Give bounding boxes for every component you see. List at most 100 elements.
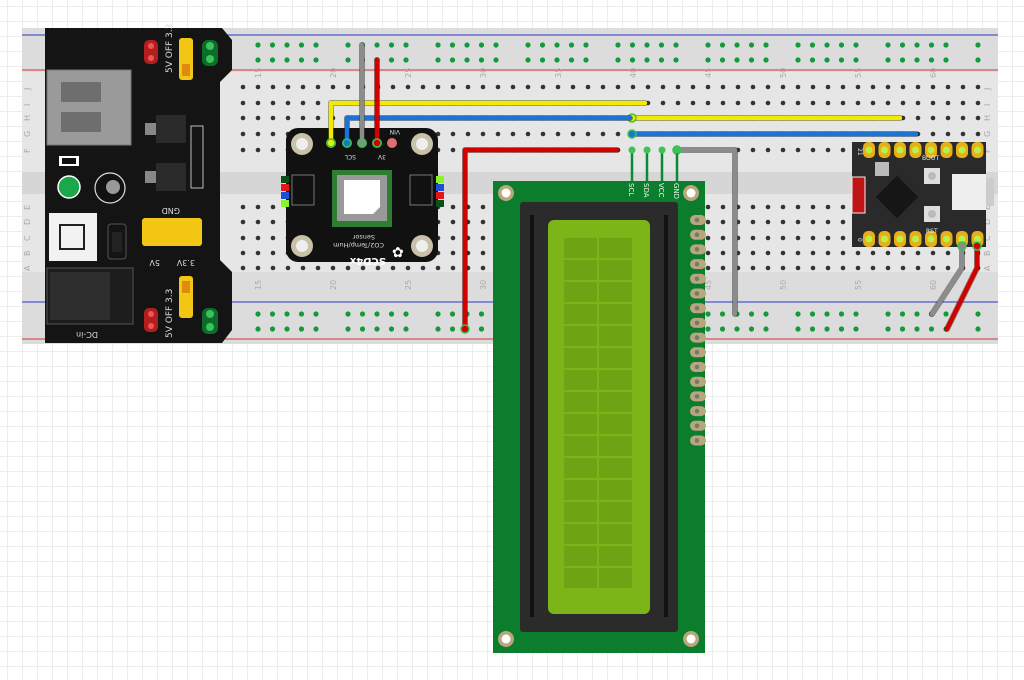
rail-hole[interactable] xyxy=(748,311,755,317)
breadboard-hole[interactable] xyxy=(720,250,726,256)
breadboard-hole[interactable] xyxy=(795,84,801,90)
breadboard-hole[interactable] xyxy=(750,204,756,210)
breadboard-hole[interactable] xyxy=(765,147,771,153)
breadboard-hole[interactable] xyxy=(420,84,426,90)
breadboard-hole[interactable] xyxy=(750,147,756,153)
rail-hole[interactable] xyxy=(899,311,906,317)
breadboard-hole[interactable] xyxy=(465,131,471,137)
rail-hole[interactable] xyxy=(374,311,380,317)
breadboard-hole[interactable] xyxy=(720,84,726,90)
rail-hole[interactable] xyxy=(914,42,920,48)
rail-hole[interactable] xyxy=(359,311,366,317)
breadboard-hole[interactable] xyxy=(780,204,786,210)
breadboard-hole[interactable] xyxy=(750,235,756,241)
breadboard-hole[interactable] xyxy=(915,250,921,256)
rail-hole[interactable] xyxy=(795,57,801,63)
breadboard-hole[interactable] xyxy=(915,84,921,90)
rail-hole[interactable] xyxy=(493,42,499,48)
rail-hole[interactable] xyxy=(838,326,845,332)
breadboard-hole[interactable] xyxy=(615,84,621,90)
breadboard-hole[interactable] xyxy=(885,250,891,256)
breadboard-hole[interactable] xyxy=(825,204,831,210)
rail-hole[interactable] xyxy=(269,326,276,332)
rail-hole[interactable] xyxy=(734,57,740,63)
rail-hole[interactable] xyxy=(298,326,305,332)
breadboard-hole[interactable] xyxy=(750,84,756,90)
breadboard-hole[interactable] xyxy=(270,219,276,225)
breadboard-hole[interactable] xyxy=(765,265,771,271)
breadboard-hole[interactable] xyxy=(840,250,846,256)
rail-hole[interactable] xyxy=(809,42,816,48)
breadboard-hole[interactable] xyxy=(240,100,246,106)
rail-hole[interactable] xyxy=(824,57,830,63)
wire-gray-gnd-lcd[interactable] xyxy=(674,147,738,317)
breadboard-hole[interactable] xyxy=(240,250,246,256)
breadboard-hole[interactable] xyxy=(795,204,801,210)
rail-hole[interactable] xyxy=(853,57,859,63)
rail-hole[interactable] xyxy=(795,311,801,317)
breadboard-hole[interactable] xyxy=(735,100,741,106)
breadboard-hole[interactable] xyxy=(720,265,726,271)
rail-hole[interactable] xyxy=(705,42,711,48)
breadboard-hole[interactable] xyxy=(705,250,711,256)
rail-hole[interactable] xyxy=(899,326,906,332)
breadboard-hole[interactable] xyxy=(315,100,321,106)
rail-hole[interactable] xyxy=(435,42,441,48)
breadboard-hole[interactable] xyxy=(720,100,726,106)
breadboard-hole[interactable] xyxy=(765,235,771,241)
breadboard-hole[interactable] xyxy=(870,100,876,106)
breadboard-hole[interactable] xyxy=(975,100,981,106)
rail-hole[interactable] xyxy=(943,57,949,63)
rail-hole[interactable] xyxy=(824,311,830,317)
rail-hole[interactable] xyxy=(734,42,740,48)
wire-endpoint[interactable] xyxy=(460,324,470,334)
breadboard-hole[interactable] xyxy=(270,235,276,241)
rail-hole[interactable] xyxy=(853,326,859,332)
rail-hole[interactable] xyxy=(914,326,920,332)
rail-hole[interactable] xyxy=(658,42,665,48)
rail-hole[interactable] xyxy=(899,57,906,63)
breadboard-hole[interactable] xyxy=(450,250,456,256)
breadboard-hole[interactable] xyxy=(480,84,486,90)
breadboard-hole[interactable] xyxy=(780,250,786,256)
breadboard-hole[interactable] xyxy=(660,84,666,90)
rail-hole[interactable] xyxy=(478,57,485,63)
wire-red-vcc-lcd[interactable] xyxy=(462,147,620,332)
breadboard-hole[interactable] xyxy=(810,84,816,90)
breadboard-hole[interactable] xyxy=(705,204,711,210)
rail-hole[interactable] xyxy=(298,42,305,48)
breadboard-hole[interactable] xyxy=(810,235,816,241)
breadboard-hole[interactable] xyxy=(285,265,291,271)
rail-hole[interactable] xyxy=(345,326,351,332)
rail-hole[interactable] xyxy=(345,311,351,317)
breadboard-hole[interactable] xyxy=(255,100,261,106)
rail-hole[interactable] xyxy=(403,311,409,317)
breadboard-hole[interactable] xyxy=(945,250,951,256)
breadboard-hole[interactable] xyxy=(240,204,246,210)
breadboard-hole[interactable] xyxy=(900,84,906,90)
wire-endpoint[interactable] xyxy=(627,129,637,139)
rail-hole[interactable] xyxy=(284,57,290,63)
wire-yellow-sda-1[interactable] xyxy=(328,100,648,146)
breadboard-hole[interactable] xyxy=(885,100,891,106)
breadboard-hole[interactable] xyxy=(945,100,951,106)
rail-hole[interactable] xyxy=(615,42,621,48)
wire-blue-scl-1[interactable] xyxy=(344,115,633,146)
breadboard-hole[interactable] xyxy=(795,147,801,153)
rail-hole[interactable] xyxy=(644,57,650,63)
breadboard-hole[interactable] xyxy=(765,204,771,210)
breadboard-hole[interactable] xyxy=(450,84,456,90)
breadboard-hole[interactable] xyxy=(930,265,936,271)
breadboard-hole[interactable] xyxy=(975,115,981,121)
rail-hole[interactable] xyxy=(568,57,575,63)
rail-hole[interactable] xyxy=(255,42,261,48)
rail-hole[interactable] xyxy=(478,311,485,317)
breadboard-hole[interactable] xyxy=(870,250,876,256)
rail-hole[interactable] xyxy=(975,57,981,63)
breadboard-hole[interactable] xyxy=(270,100,276,106)
breadboard-hole[interactable] xyxy=(450,147,456,153)
breadboard-hole[interactable] xyxy=(825,100,831,106)
lcd-i2c-pin-vcc[interactable] xyxy=(658,146,666,154)
breadboard-hole[interactable] xyxy=(810,265,816,271)
